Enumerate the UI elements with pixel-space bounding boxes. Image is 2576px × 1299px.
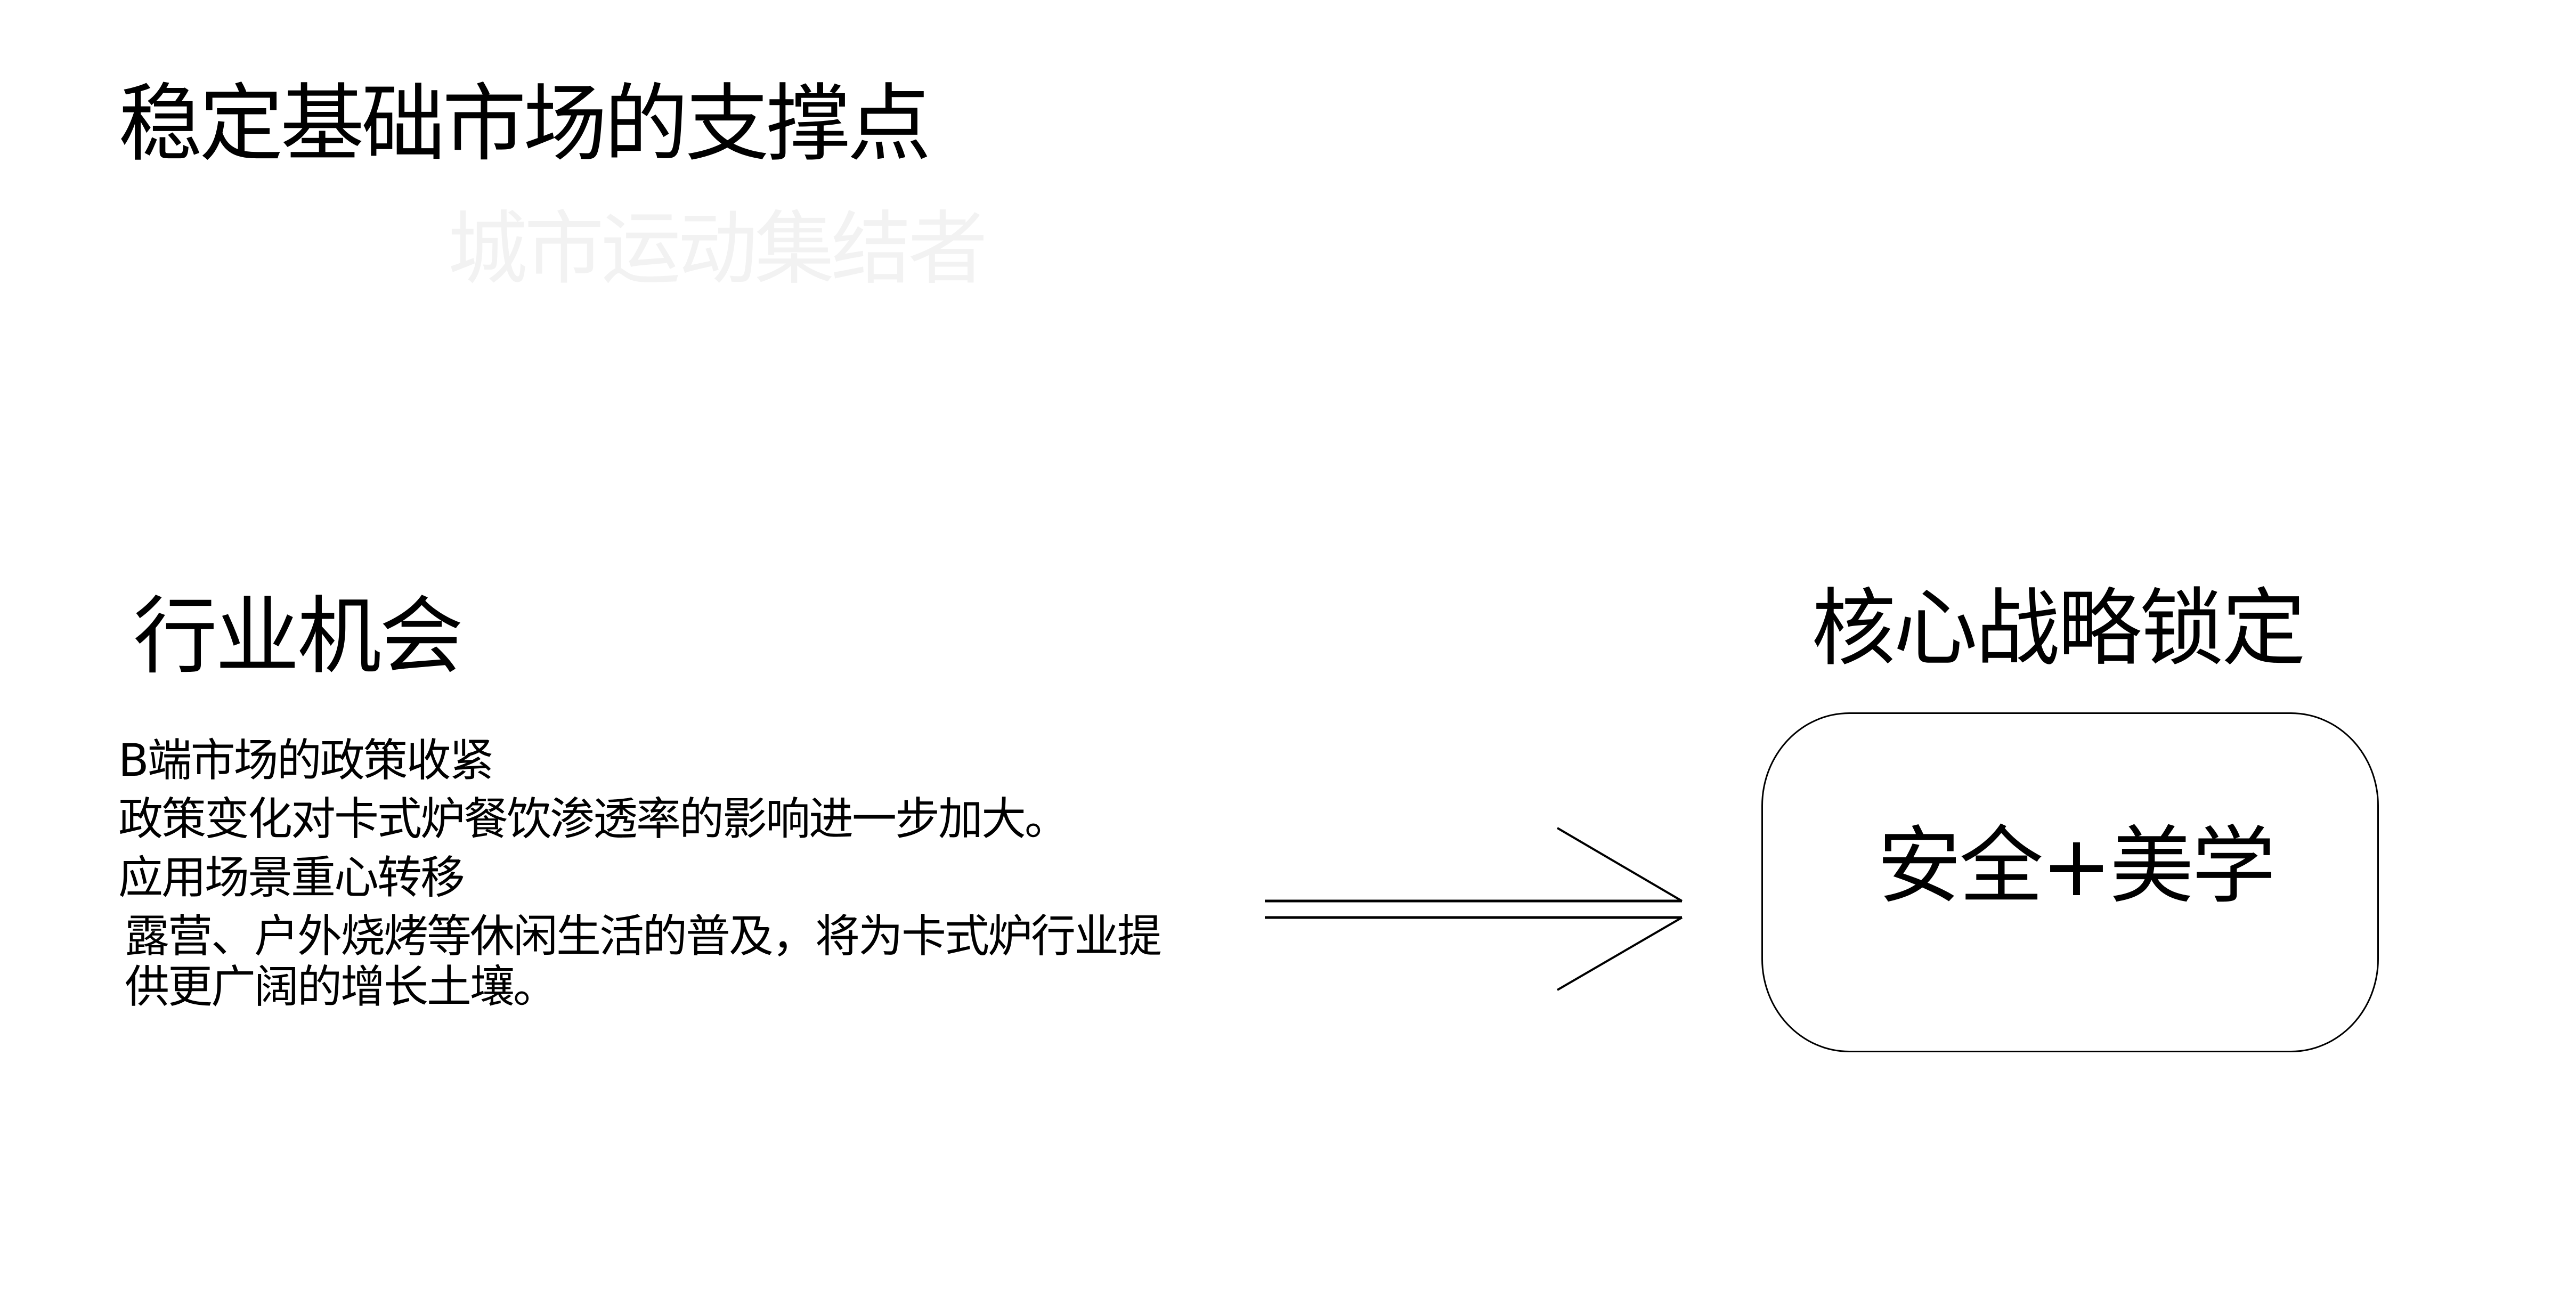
- arrow-head-upper: [1556, 827, 1683, 902]
- industry-opportunity-heading: 行业机会: [133, 588, 464, 686]
- opportunity-item: 应用场景重心转移: [118, 851, 465, 904]
- slide-title: 稳定基础市场的支撑点: [118, 75, 931, 173]
- opportunity-paragraph: 露营、户外烧烤等休闲生活的普及，将为卡式炉行业提供更广阔的增长土壤。: [125, 910, 1162, 1013]
- opportunity-list: B端市场的政策收紧 政策变化对卡式炉餐饮渗透率的影响进一步加大。 应用场景重心转…: [118, 731, 1210, 1012]
- arrow-head-lower: [1556, 916, 1683, 991]
- strategy-text: 安全+美学: [1877, 817, 2276, 915]
- double-line-arrow-right-icon: [1265, 827, 1683, 991]
- opportunity-item: 政策变化对卡式炉餐饮渗透率的影响进一步加大。: [118, 793, 1069, 845]
- strategy-box: 安全+美学: [1761, 712, 2379, 1052]
- core-strategy-heading: 核心战略锁定: [1811, 580, 2306, 678]
- opportunity-item: B端市场的政策收紧: [118, 734, 494, 786]
- ghost-text-line-2: 城市运动集结者: [448, 203, 988, 296]
